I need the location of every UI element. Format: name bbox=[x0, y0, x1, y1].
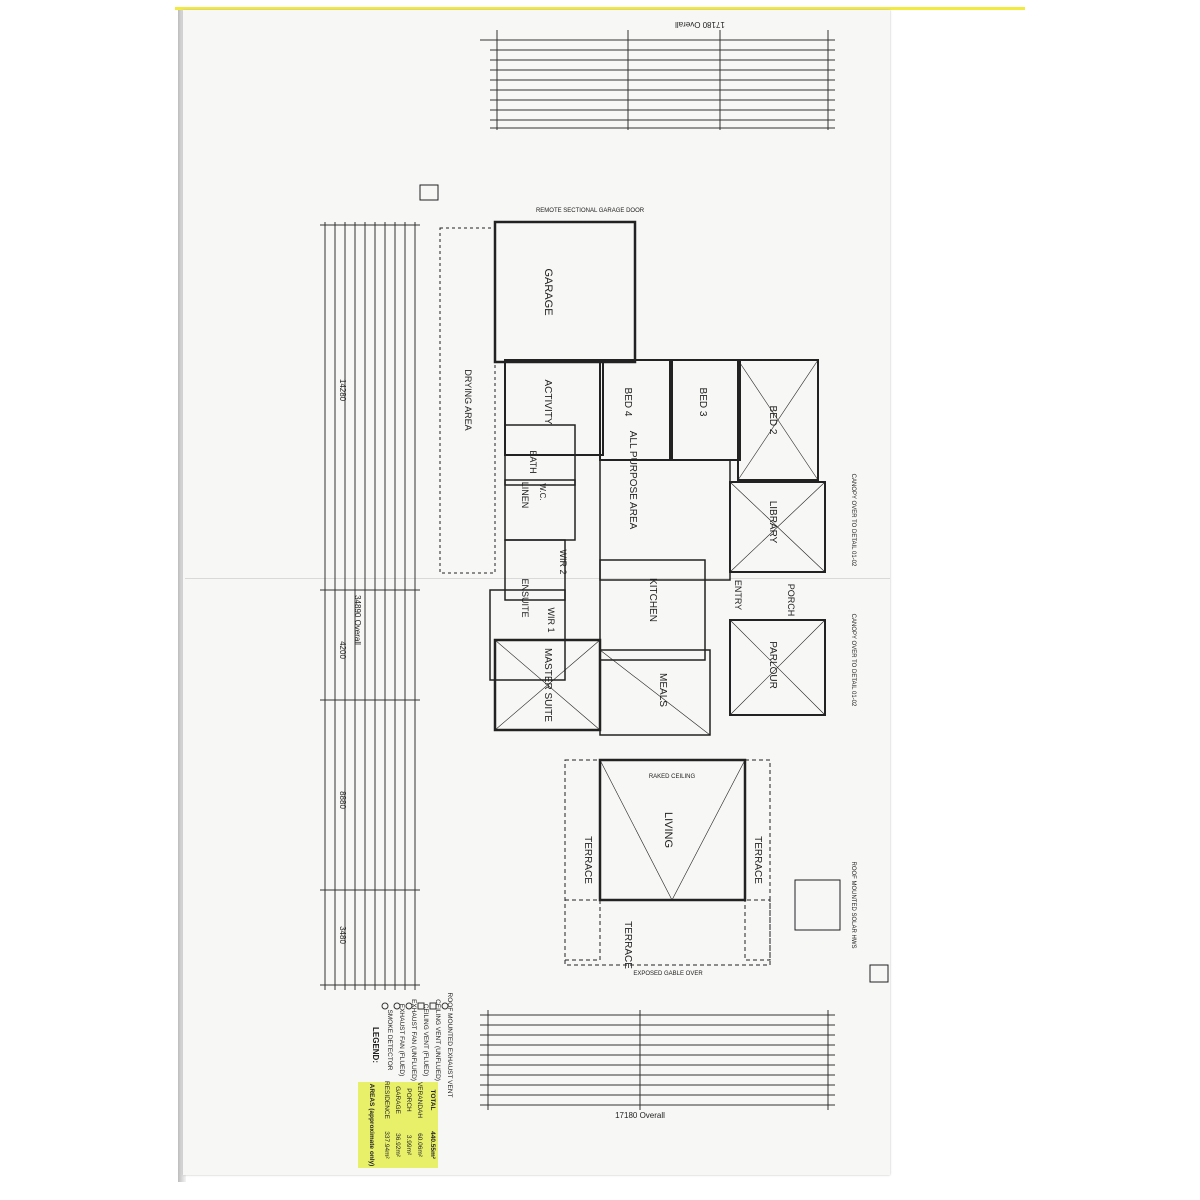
room-drying-area: DRYING AREA bbox=[463, 369, 473, 430]
room-library: LIBRARY bbox=[767, 501, 778, 544]
legend-item-1: EXHAUST FAN (FLUED) bbox=[398, 1004, 405, 1076]
note-raked-ceiling: RAKED CEILING bbox=[649, 774, 696, 780]
areas-row-3-value: 60.06m² bbox=[416, 1133, 423, 1158]
room-terrace-b: TERRACE bbox=[752, 836, 763, 884]
room-bed2: BED 2 bbox=[767, 406, 778, 435]
room-bed3: BED 3 bbox=[697, 388, 708, 417]
left-dimension-block bbox=[320, 222, 420, 990]
legend-item-0: SMOKE DETECTOR bbox=[386, 1010, 393, 1071]
legend: LEGEND: SMOKE DETECTOR EXHAUST FAN (FLUE… bbox=[371, 993, 453, 1098]
areas-row-0-label: RESIDENCE bbox=[383, 1081, 390, 1120]
top-dimension-block bbox=[480, 30, 835, 130]
room-labels: GARAGE ACTIVITY BED 4 BED 3 BED 2 BATH L… bbox=[463, 268, 796, 969]
note-exposed-gable: EXPOSED GABLE OVER bbox=[633, 971, 703, 977]
room-terrace-c: TERRACE bbox=[622, 921, 633, 969]
legend-title: LEGEND: bbox=[371, 1027, 380, 1063]
room-wir2: WIR 2 bbox=[558, 549, 568, 574]
areas-row-2-label: PORCH bbox=[405, 1088, 412, 1112]
areas-row-1-label: GARAGE bbox=[394, 1086, 401, 1114]
dim-left-seg-4: 3480 bbox=[338, 926, 347, 944]
room-porch: PORCH bbox=[786, 584, 796, 617]
room-activity: ACTIVITY bbox=[542, 379, 553, 424]
page-edge-shadow bbox=[178, 10, 186, 1182]
note-canopy-1: CANOPY OVER TO DETAIL 01-02 bbox=[850, 474, 856, 567]
room-master-suite: MASTER SUITE bbox=[542, 648, 553, 722]
room-bath: BATH bbox=[528, 450, 538, 473]
areas-row-0-value: 337.94m² bbox=[383, 1131, 390, 1159]
building-walls bbox=[419, 184, 889, 983]
room-parlour: PARLOUR bbox=[767, 641, 778, 689]
note-solar: ROOF MOUNTED SOLAR HWS bbox=[850, 861, 856, 948]
room-garage: GARAGE bbox=[542, 268, 554, 315]
dim-overall-top: 17180 Overall bbox=[675, 20, 725, 29]
legend-item-3: CEILING VENT (FLUED) bbox=[422, 1004, 429, 1076]
room-entry: ENTRY bbox=[733, 580, 743, 610]
note-canopy-2: CANOPY OVER TO DETAIL 01-02 bbox=[850, 614, 856, 707]
room-all-purpose: ALL PURPOSE AREA bbox=[627, 431, 638, 530]
dim-overall-bottom: 17180 Overall bbox=[615, 1111, 665, 1120]
areas-row-3-label: VERANDAH bbox=[416, 1082, 423, 1118]
areas-row-1-value: 36.92m² bbox=[394, 1133, 401, 1158]
bottom-dimension-block bbox=[480, 1010, 835, 1110]
room-kitchen: KITCHEN bbox=[647, 578, 658, 622]
areas-title: AREAS (approximate only) bbox=[368, 1084, 375, 1167]
room-terrace-a: TERRACE bbox=[582, 836, 593, 884]
legend-item-5: ROOF MOUNTED EXHAUST VENT bbox=[446, 993, 453, 1098]
note-garage-door: REMOTE SECTIONAL GARAGE DOOR bbox=[536, 208, 645, 214]
dim-left-seg-2: 4200 bbox=[338, 641, 347, 659]
areas-row-2-value: 3.99m² bbox=[405, 1135, 412, 1156]
fold-line bbox=[185, 578, 890, 579]
dimension-labels: 17180 Overall 34890 Overall 17180 Overal… bbox=[338, 20, 725, 1120]
legend-item-2: EXHAUST FAN (UNFLUED) bbox=[410, 999, 417, 1081]
room-linen: LINEN bbox=[520, 482, 530, 509]
yellow-trim-line bbox=[175, 7, 1025, 10]
areas-row-4-value: 440.55m² bbox=[429, 1131, 436, 1160]
legend-item-4: CEILING VENT (UNFLUED) bbox=[434, 999, 441, 1081]
dim-overall-left: 34890 Overall bbox=[353, 595, 362, 645]
drawing-sheet bbox=[183, 10, 890, 1175]
room-living: LIVING bbox=[662, 812, 674, 848]
room-wir1: WIR 1 bbox=[546, 607, 556, 632]
dim-left-seg-1: 14280 bbox=[338, 379, 347, 402]
room-bed4: BED 4 bbox=[622, 388, 633, 417]
areas-row-4-label: TOTAL bbox=[429, 1089, 436, 1110]
areas-table: AREAS (approximate only) RESIDENCE 337.9… bbox=[368, 1081, 436, 1166]
room-ensuite: ENSUITE bbox=[520, 578, 530, 617]
room-wc: W.C. bbox=[538, 483, 547, 500]
drawing-notes: REMOTE SECTIONAL GARAGE DOOR CANOPY OVER… bbox=[536, 208, 856, 977]
areas-highlight bbox=[358, 1082, 438, 1168]
dim-left-seg-3: 8880 bbox=[338, 791, 347, 809]
room-meals: MEALS bbox=[657, 673, 668, 707]
